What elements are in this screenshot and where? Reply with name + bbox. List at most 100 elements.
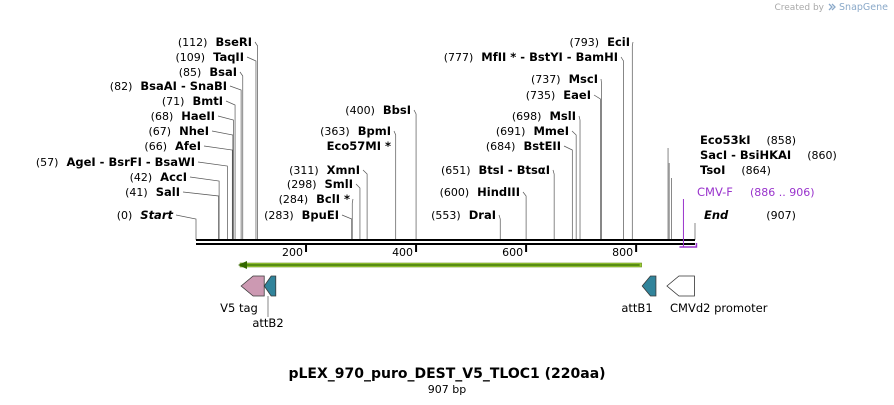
primer-cmv-f-arrow: [679, 243, 698, 248]
leader-haeii: [217, 115, 234, 240]
credit-brand: SnapGene: [839, 2, 888, 13]
feature-v5-tag-label: V5 tag: [220, 301, 258, 315]
site-pos-msli: (698): [512, 110, 542, 123]
site-pos-bcli: (284): [279, 193, 309, 206]
sequence-length: 907 bp: [427, 383, 467, 396]
leader-agei-bsrfi-bsawi: [197, 161, 228, 240]
site-pos-haeii: (68): [151, 110, 174, 123]
site-msli: MslI: [549, 109, 576, 123]
orf-arrow: [238, 261, 642, 269]
primer-cmv-f-range: (886 .. 906): [750, 186, 815, 199]
site-pos-msci: (737): [531, 73, 561, 86]
leader-ecii: [631, 41, 634, 240]
leader-bbsi: [413, 109, 417, 240]
sequence-backbone: [196, 239, 695, 245]
site-smli: SmlI: [325, 177, 354, 191]
leader-acci: [189, 176, 220, 240]
site-hindiii: HindIII: [477, 185, 520, 199]
site-pos-bmti: (71): [162, 95, 185, 108]
site-pos-btsi-bts-i: (651): [441, 164, 471, 177]
site-pos-agei-bsrfi-bsawi: (57): [36, 156, 59, 169]
snapgene-credit: Created by SnapGene: [774, 2, 888, 13]
feature-attb2-arrow: [263, 275, 277, 297]
site-pos-sali: (41): [125, 186, 148, 199]
leader-bsaai-snabi: [229, 85, 242, 240]
primer-cmv-f-label: CMV-F: [697, 185, 733, 199]
site-bseri: BseRI: [215, 35, 252, 49]
feature-attb1-label: attB1: [621, 301, 652, 315]
leader-nhei: [211, 130, 234, 240]
feature-cmvd2-promoter-label: CMVd2 promoter: [670, 301, 768, 315]
tick-label-800: 800: [612, 246, 633, 259]
leader-msli: [578, 115, 581, 240]
site-xmni: XmnI: [327, 163, 360, 177]
leader-btsi-bts-i: [552, 169, 555, 240]
site-bmti: BmtI: [192, 94, 223, 108]
leader-bsai: [239, 71, 244, 240]
site-mmei: MmeI: [533, 124, 569, 138]
site-pos-hindiii: (600): [440, 186, 470, 199]
site-bcli: BclI *: [316, 192, 350, 206]
site-taqii: TaqII: [213, 50, 244, 64]
site-eaei: EaeI: [563, 88, 591, 102]
feature-attb1-arrow: [641, 275, 657, 297]
site-afei: AfeI: [175, 139, 201, 153]
site-agei-bsrfi-bsawi: AgeI - BsrFI - BsaWI: [66, 155, 195, 169]
site-pos-eaei: (735): [526, 89, 556, 102]
site-pos-mfii-bstyi-bamhi: (777): [444, 51, 474, 64]
map-title: pLEX_970_puro_DEST_V5_TLOC1 (220aa): [288, 366, 606, 382]
site-pos-xmni: (311): [289, 164, 319, 177]
leader-taqii: [246, 56, 257, 240]
site-pos-smli: (298): [287, 178, 317, 191]
site-tsoi: TsoI: [700, 163, 725, 177]
site-bpmi: BpmI: [358, 124, 391, 138]
site-pos-mmei: (691): [496, 125, 526, 138]
site-bsaai-snabi: BsaAI - SnaBI: [140, 79, 227, 93]
site-pos-eco53ki: (858): [767, 134, 797, 147]
feature-cmvd2-promoter-arrow: [666, 275, 695, 297]
tick-label-200: 200: [282, 246, 303, 259]
site-end: End: [704, 208, 729, 222]
site-bbsi: BbsI: [383, 103, 411, 117]
site-nhei: NheI: [179, 124, 209, 138]
leader-hindiii: [522, 191, 527, 240]
site-pos-drai: (553): [431, 209, 461, 222]
tick-label-400: 400: [392, 246, 413, 259]
leader-start: [175, 214, 197, 240]
site-btsi-bts-i: BtsI - BtsαI: [479, 163, 550, 177]
feature-attb2-label: attB2: [252, 316, 283, 330]
leader-xmni: [362, 169, 368, 240]
site-ecii: EciI: [607, 35, 630, 49]
leader-afei: [203, 145, 233, 240]
orf-arrow-head: [238, 261, 248, 269]
site-haeii: HaeII: [181, 109, 215, 123]
site-saci-bsihkai: SacI - BsiHKAI: [700, 148, 791, 162]
leader-bmti: [225, 100, 236, 240]
leader-bpuei: [341, 214, 353, 240]
site-bsai: BsaI: [209, 65, 237, 79]
leader-eaei: [593, 94, 601, 240]
site-eco57mi: Eco57MI *: [327, 139, 391, 153]
site-pos-saci-bsihkai: (860): [807, 149, 837, 162]
primer-annotation: CMV-F (886 .. 906): [679, 185, 815, 248]
credit-prefix: Created by: [774, 2, 825, 13]
leader-bcli: [351, 198, 354, 240]
site-acci: AccI: [160, 170, 187, 184]
site-sali: SalI: [156, 185, 180, 199]
site-eco53ki: Eco53kI: [700, 133, 751, 147]
site-pos-end: (907): [766, 209, 796, 222]
leader-mfii-bstyi-bamhi: [620, 56, 624, 240]
site-mfii-bstyi-bamhi: MfII * - BstYI - BamHI: [481, 50, 618, 64]
site-pos-bsai: (85): [179, 66, 202, 79]
site-pos-bsaai-snabi: (82): [110, 80, 133, 93]
leader-bsteii: [563, 145, 573, 240]
site-pos-bbsi: (400): [345, 104, 375, 117]
leader-mmei: [571, 130, 577, 240]
site-pos-tsoi: (864): [741, 164, 771, 177]
site-msci: MscI: [569, 72, 598, 86]
leader-drai: [498, 214, 501, 240]
